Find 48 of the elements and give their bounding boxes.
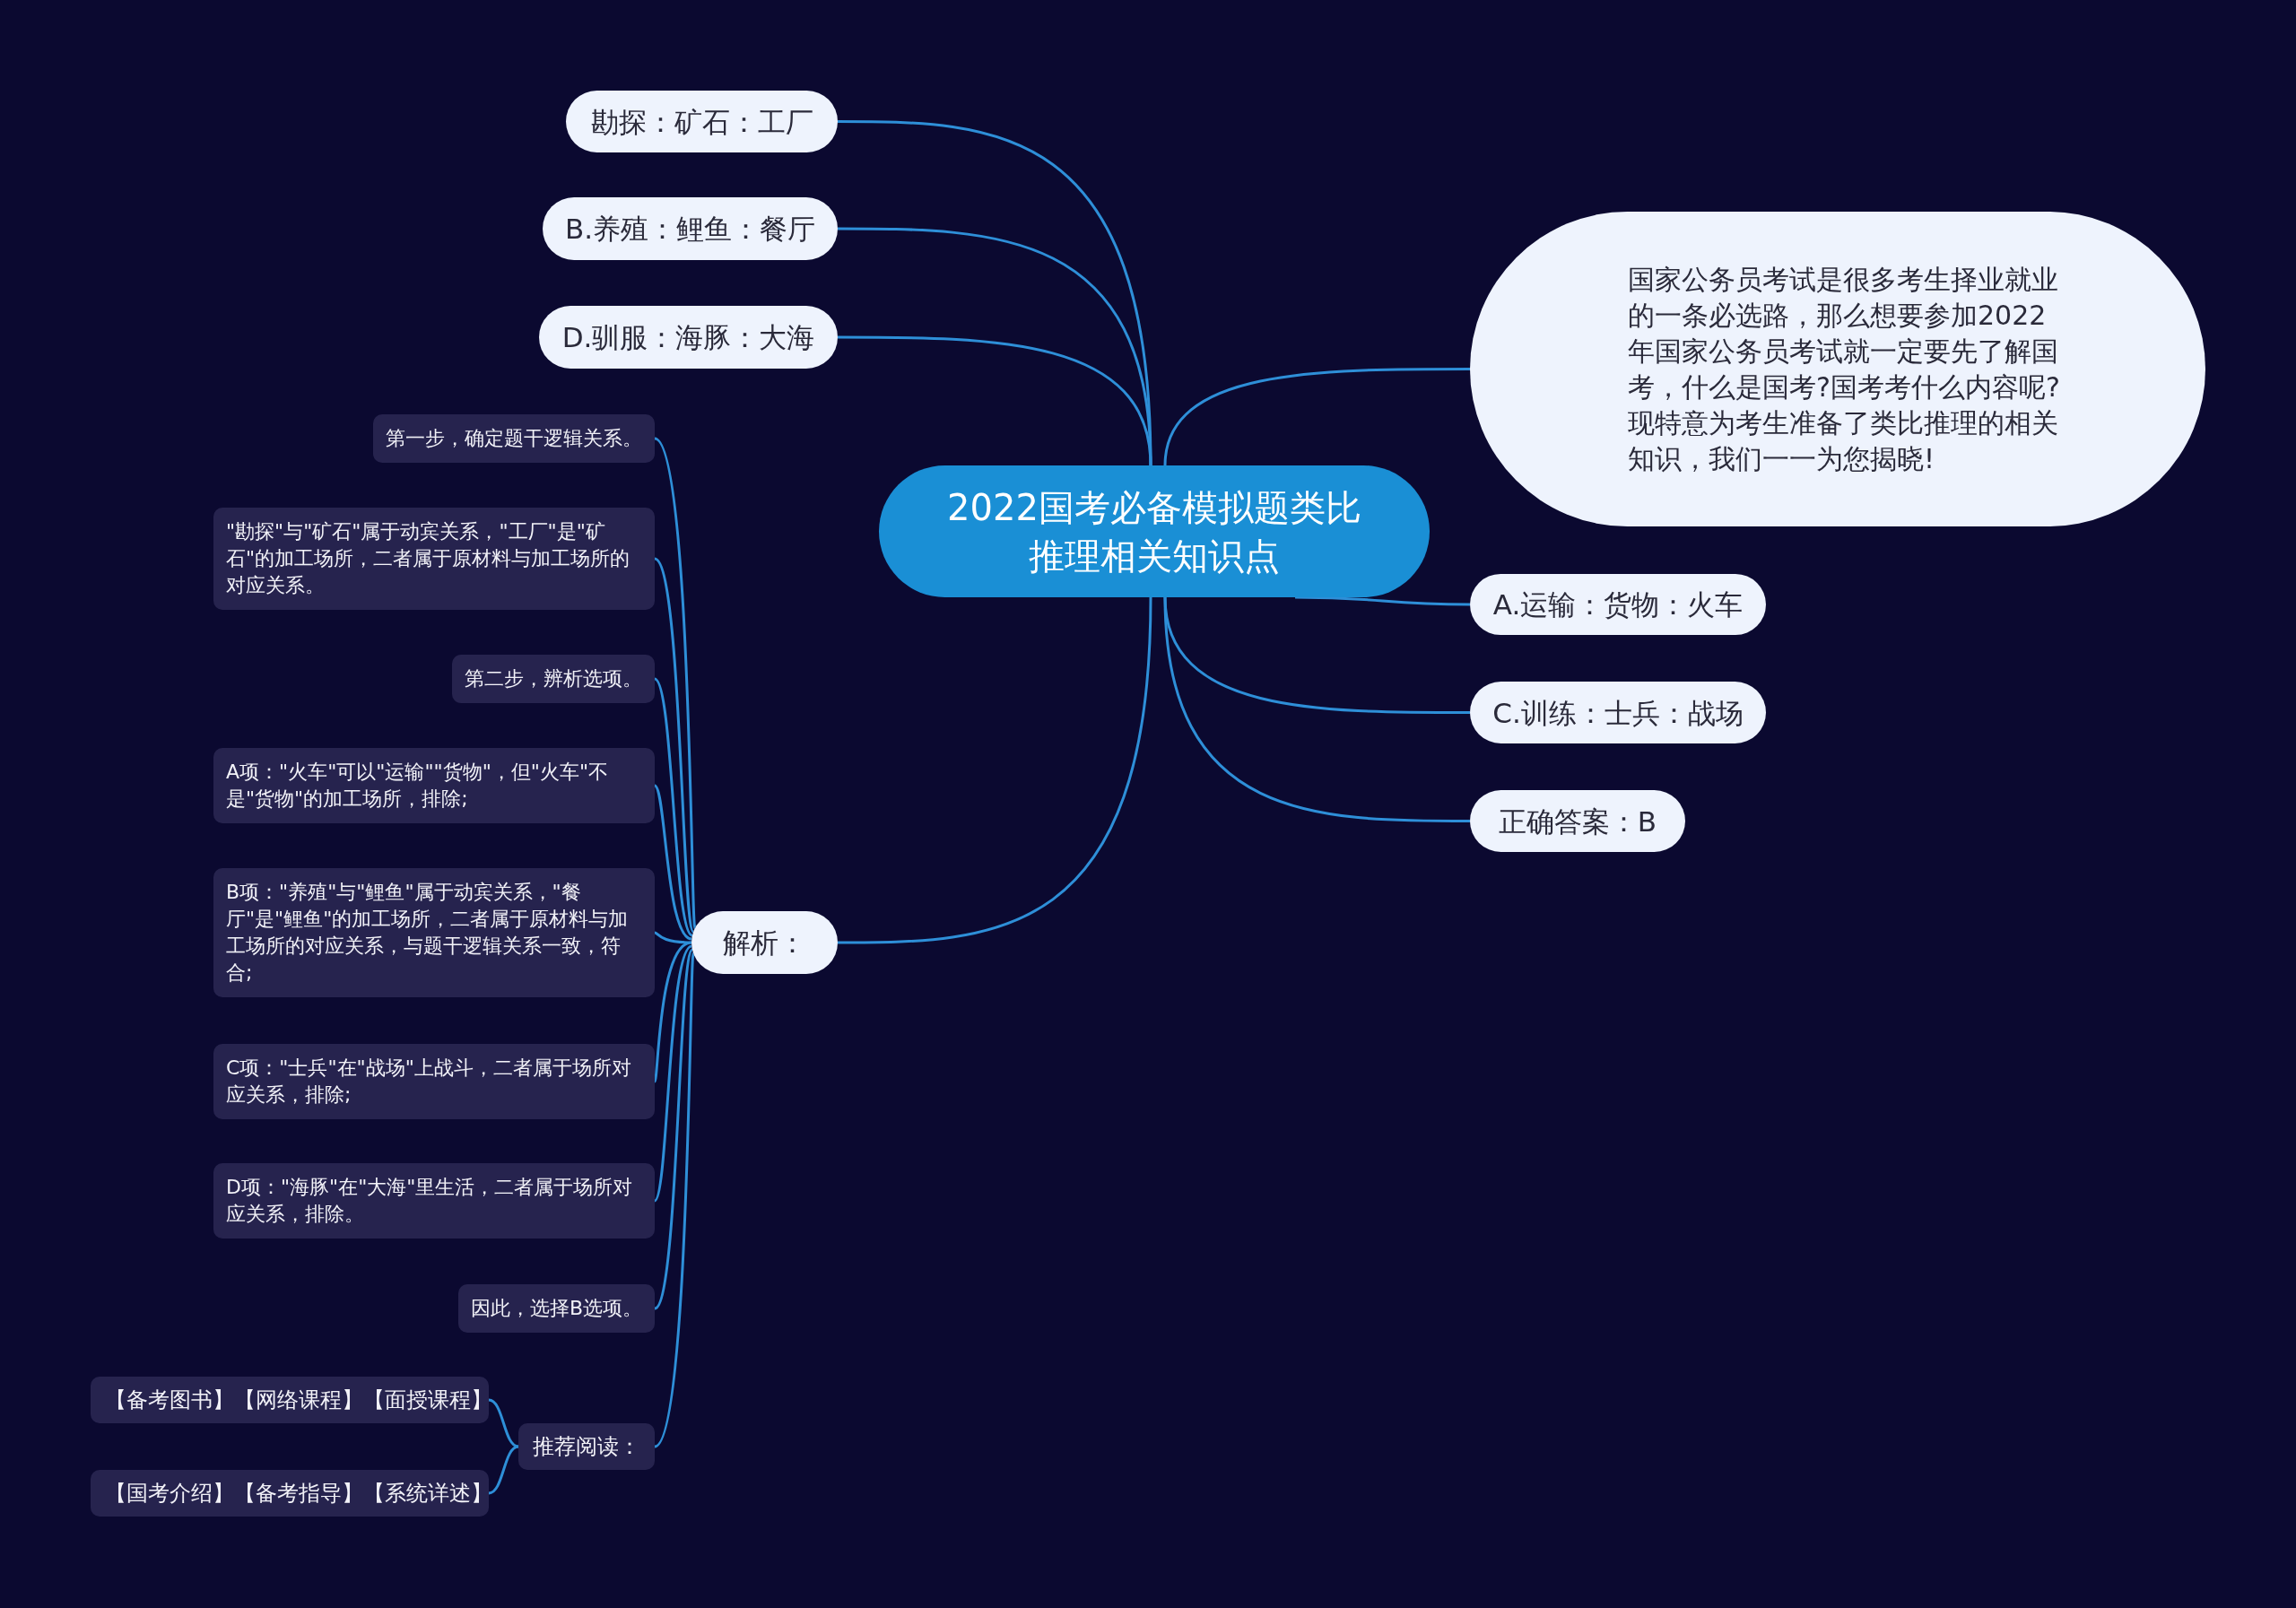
connector-line (653, 785, 692, 941)
topic-pill (691, 911, 838, 974)
note-card (213, 1163, 655, 1239)
note-card (213, 508, 655, 610)
note-text: 第一步，确定题干逻辑关系。 (386, 426, 642, 451)
note-card (213, 868, 655, 997)
reading-text: 【国考介绍】【备考指导】【系统详述】 (105, 1480, 492, 1507)
reading-card (91, 1377, 489, 1423)
note-paragraph: 国家公务员考试是很多考生择业就业的一条必选路，那么想要参加2022年国家公务员考试就一定要先了解国考，什么是国考?国考考什么内容呢?现特意为考生准备了类比推理的相关知识，我们一一为您揭晓! (1628, 262, 2061, 476)
note-card (452, 655, 655, 703)
reading-card (518, 1423, 655, 1470)
note-card (373, 414, 655, 463)
note-text: "勘探"与"矿石"属于动宾关系，"工厂"是"矿石"的加工场所，二者属于原材料与加工场所的对应关系。 (226, 519, 631, 598)
connector-line (1163, 596, 1470, 822)
connector-line (488, 1398, 519, 1448)
topic-label: 勘探：矿石：工厂 (590, 104, 813, 140)
note-text: C项："士兵"在"战场"上战斗，二者属于场所对应关系，排除; (226, 1056, 632, 1108)
reading-text: 【备考图书】【网络课程】【面授课程】 (105, 1386, 492, 1413)
note-text: A项："火车"可以"运输""货物"，但"火车"不是"货物"的加工场所，排除; (226, 760, 609, 812)
connector-line (653, 558, 695, 933)
central-title: 2022国考必备模拟题类比推理相关知识点 (946, 485, 1362, 578)
connector-line (653, 944, 693, 1202)
topic-label: 解析： (723, 926, 806, 960)
topic-label: A.运输：货物：火车 (1492, 587, 1744, 622)
connector-line (838, 596, 1152, 944)
connector-line (1163, 368, 1470, 466)
reading-card (91, 1470, 489, 1517)
connector-line (653, 438, 697, 929)
connector-line (653, 949, 694, 1309)
connector-line (653, 941, 692, 1082)
topic-label: B.养殖：鲤鱼：餐厅 (564, 212, 816, 247)
note-text: 因此，选择B选项。 (470, 1296, 642, 1321)
reading-text: 推荐阅读： (533, 1433, 640, 1460)
note-card (213, 1044, 655, 1119)
connector-line (488, 1445, 519, 1495)
note-text: 第二步，辨析选项。 (465, 666, 642, 691)
topic-label: D.驯服：海豚：大海 (561, 320, 815, 355)
note-card (213, 748, 655, 823)
note-text: B项："养殖"与"鲤鱼"属于动宾关系，"餐厅"是"鲤鱼"的加工场所，二者属于原材料与加工场所的对应关系，与题干逻辑关系一致，符合; (226, 880, 630, 986)
note-card (457, 1284, 655, 1333)
topic-label: C.训练：士兵：战场 (1492, 695, 1744, 731)
connector-line (654, 931, 692, 944)
connector-line (653, 678, 694, 936)
topic-label: 正确答案：B (1498, 804, 1657, 839)
note-text: D项："海豚"在"大海"里生活，二者属于场所对应关系，排除。 (226, 1175, 634, 1227)
connector-line (838, 335, 1152, 466)
connector-line (653, 952, 695, 1447)
connector-line (1295, 595, 1470, 606)
